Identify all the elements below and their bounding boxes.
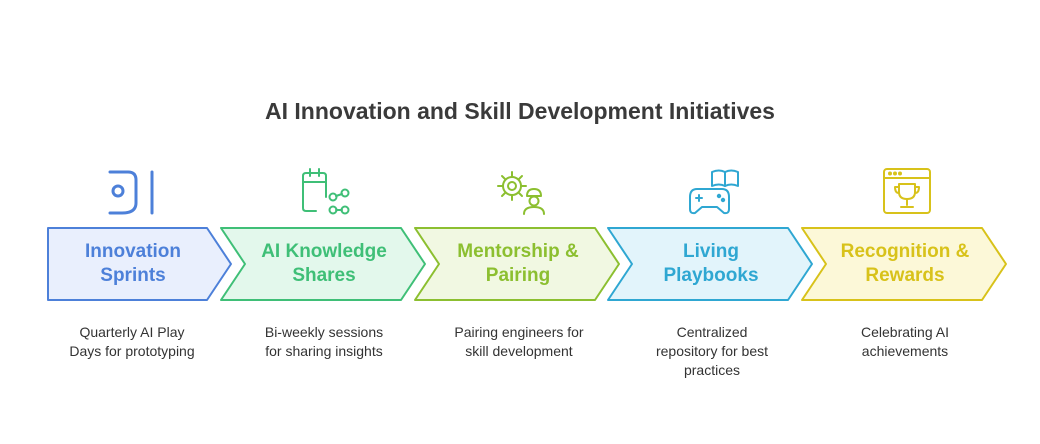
step-label-mentorship-pairing: Mentorship & Pairing xyxy=(457,241,579,286)
step-arrow-3 xyxy=(414,227,620,301)
calendar-share-icon xyxy=(302,168,350,215)
step-arrow-4 xyxy=(607,227,813,301)
step-description-innovation-sprints: Quarterly AI Play Days for prototyping xyxy=(69,324,195,359)
step-arrow-5 xyxy=(801,227,1007,301)
step-description-mentorship-pairing: Pairing engineers for skill development xyxy=(454,324,584,359)
step-arrow-1 xyxy=(47,227,232,301)
trophy-icon xyxy=(883,168,931,214)
gear-worker-icon xyxy=(497,171,545,215)
step-description-recognition-rewards: Celebrating AI achievements xyxy=(861,324,949,359)
sprint-icon xyxy=(108,170,154,215)
step-label-recognition-rewards: Recognition & Rewards xyxy=(840,241,970,286)
step-description-ai-knowledge-shares: Bi-weekly sessions for sharing insights xyxy=(264,324,384,359)
gamepad-book-icon xyxy=(689,169,739,215)
step-label-innovation-sprints: Innovation Sprints xyxy=(84,241,182,286)
step-label-ai-knowledge-shares: AI Knowledge Shares xyxy=(261,241,387,286)
step-arrow-2 xyxy=(220,227,426,301)
page-title: AI Innovation and Skill Development Init… xyxy=(265,98,775,124)
step-label-living-playbooks: Living Playbooks xyxy=(663,241,759,286)
step-description-living-playbooks: Centralized repository for best practice… xyxy=(655,324,769,378)
